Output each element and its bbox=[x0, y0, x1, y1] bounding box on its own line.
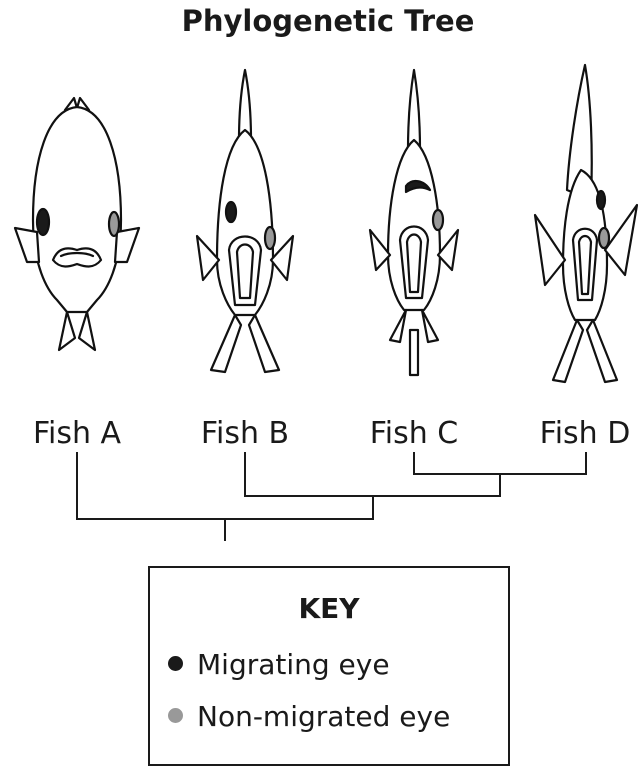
fish-d-non-migrated-eye bbox=[599, 228, 609, 248]
key-item-non-migrated-eye: Non-migrated eye bbox=[168, 700, 450, 733]
fish-c-illustration bbox=[370, 70, 458, 375]
key-item-label: Non-migrated eye bbox=[197, 700, 450, 733]
key-item-label: Migrating eye bbox=[197, 648, 390, 681]
key-title: KEY bbox=[150, 592, 508, 625]
phylogenetic-tree-lines bbox=[76, 452, 587, 541]
fish-c-label: Fish C bbox=[370, 416, 459, 451]
fish-b-illustration bbox=[197, 70, 293, 372]
fish-d-illustration bbox=[535, 65, 637, 382]
fish-a-migrating-eye bbox=[37, 209, 49, 235]
fish-d-migrating-eye bbox=[597, 191, 605, 209]
fish-d-label: Fish D bbox=[540, 416, 631, 451]
key-item-migrating-eye: Migrating eye bbox=[168, 648, 390, 681]
fish-b-label: Fish B bbox=[201, 416, 289, 451]
fish-b-non-migrated-eye bbox=[265, 227, 275, 249]
legend-key-box: KEY Migrating eye Non-migrated eye bbox=[148, 566, 510, 766]
fish-c-non-migrated-eye bbox=[433, 210, 443, 230]
black-dot-icon bbox=[168, 656, 183, 671]
fish-a-label: Fish A bbox=[33, 416, 122, 451]
fish-a-non-migrated-eye bbox=[109, 212, 119, 236]
fish-b-migrating-eye bbox=[226, 202, 236, 222]
phylogenetic-diagram: Fish A Fish B Fish C Fish D bbox=[0, 0, 638, 566]
fish-a-illustration bbox=[15, 98, 139, 350]
gray-dot-icon bbox=[168, 708, 183, 723]
